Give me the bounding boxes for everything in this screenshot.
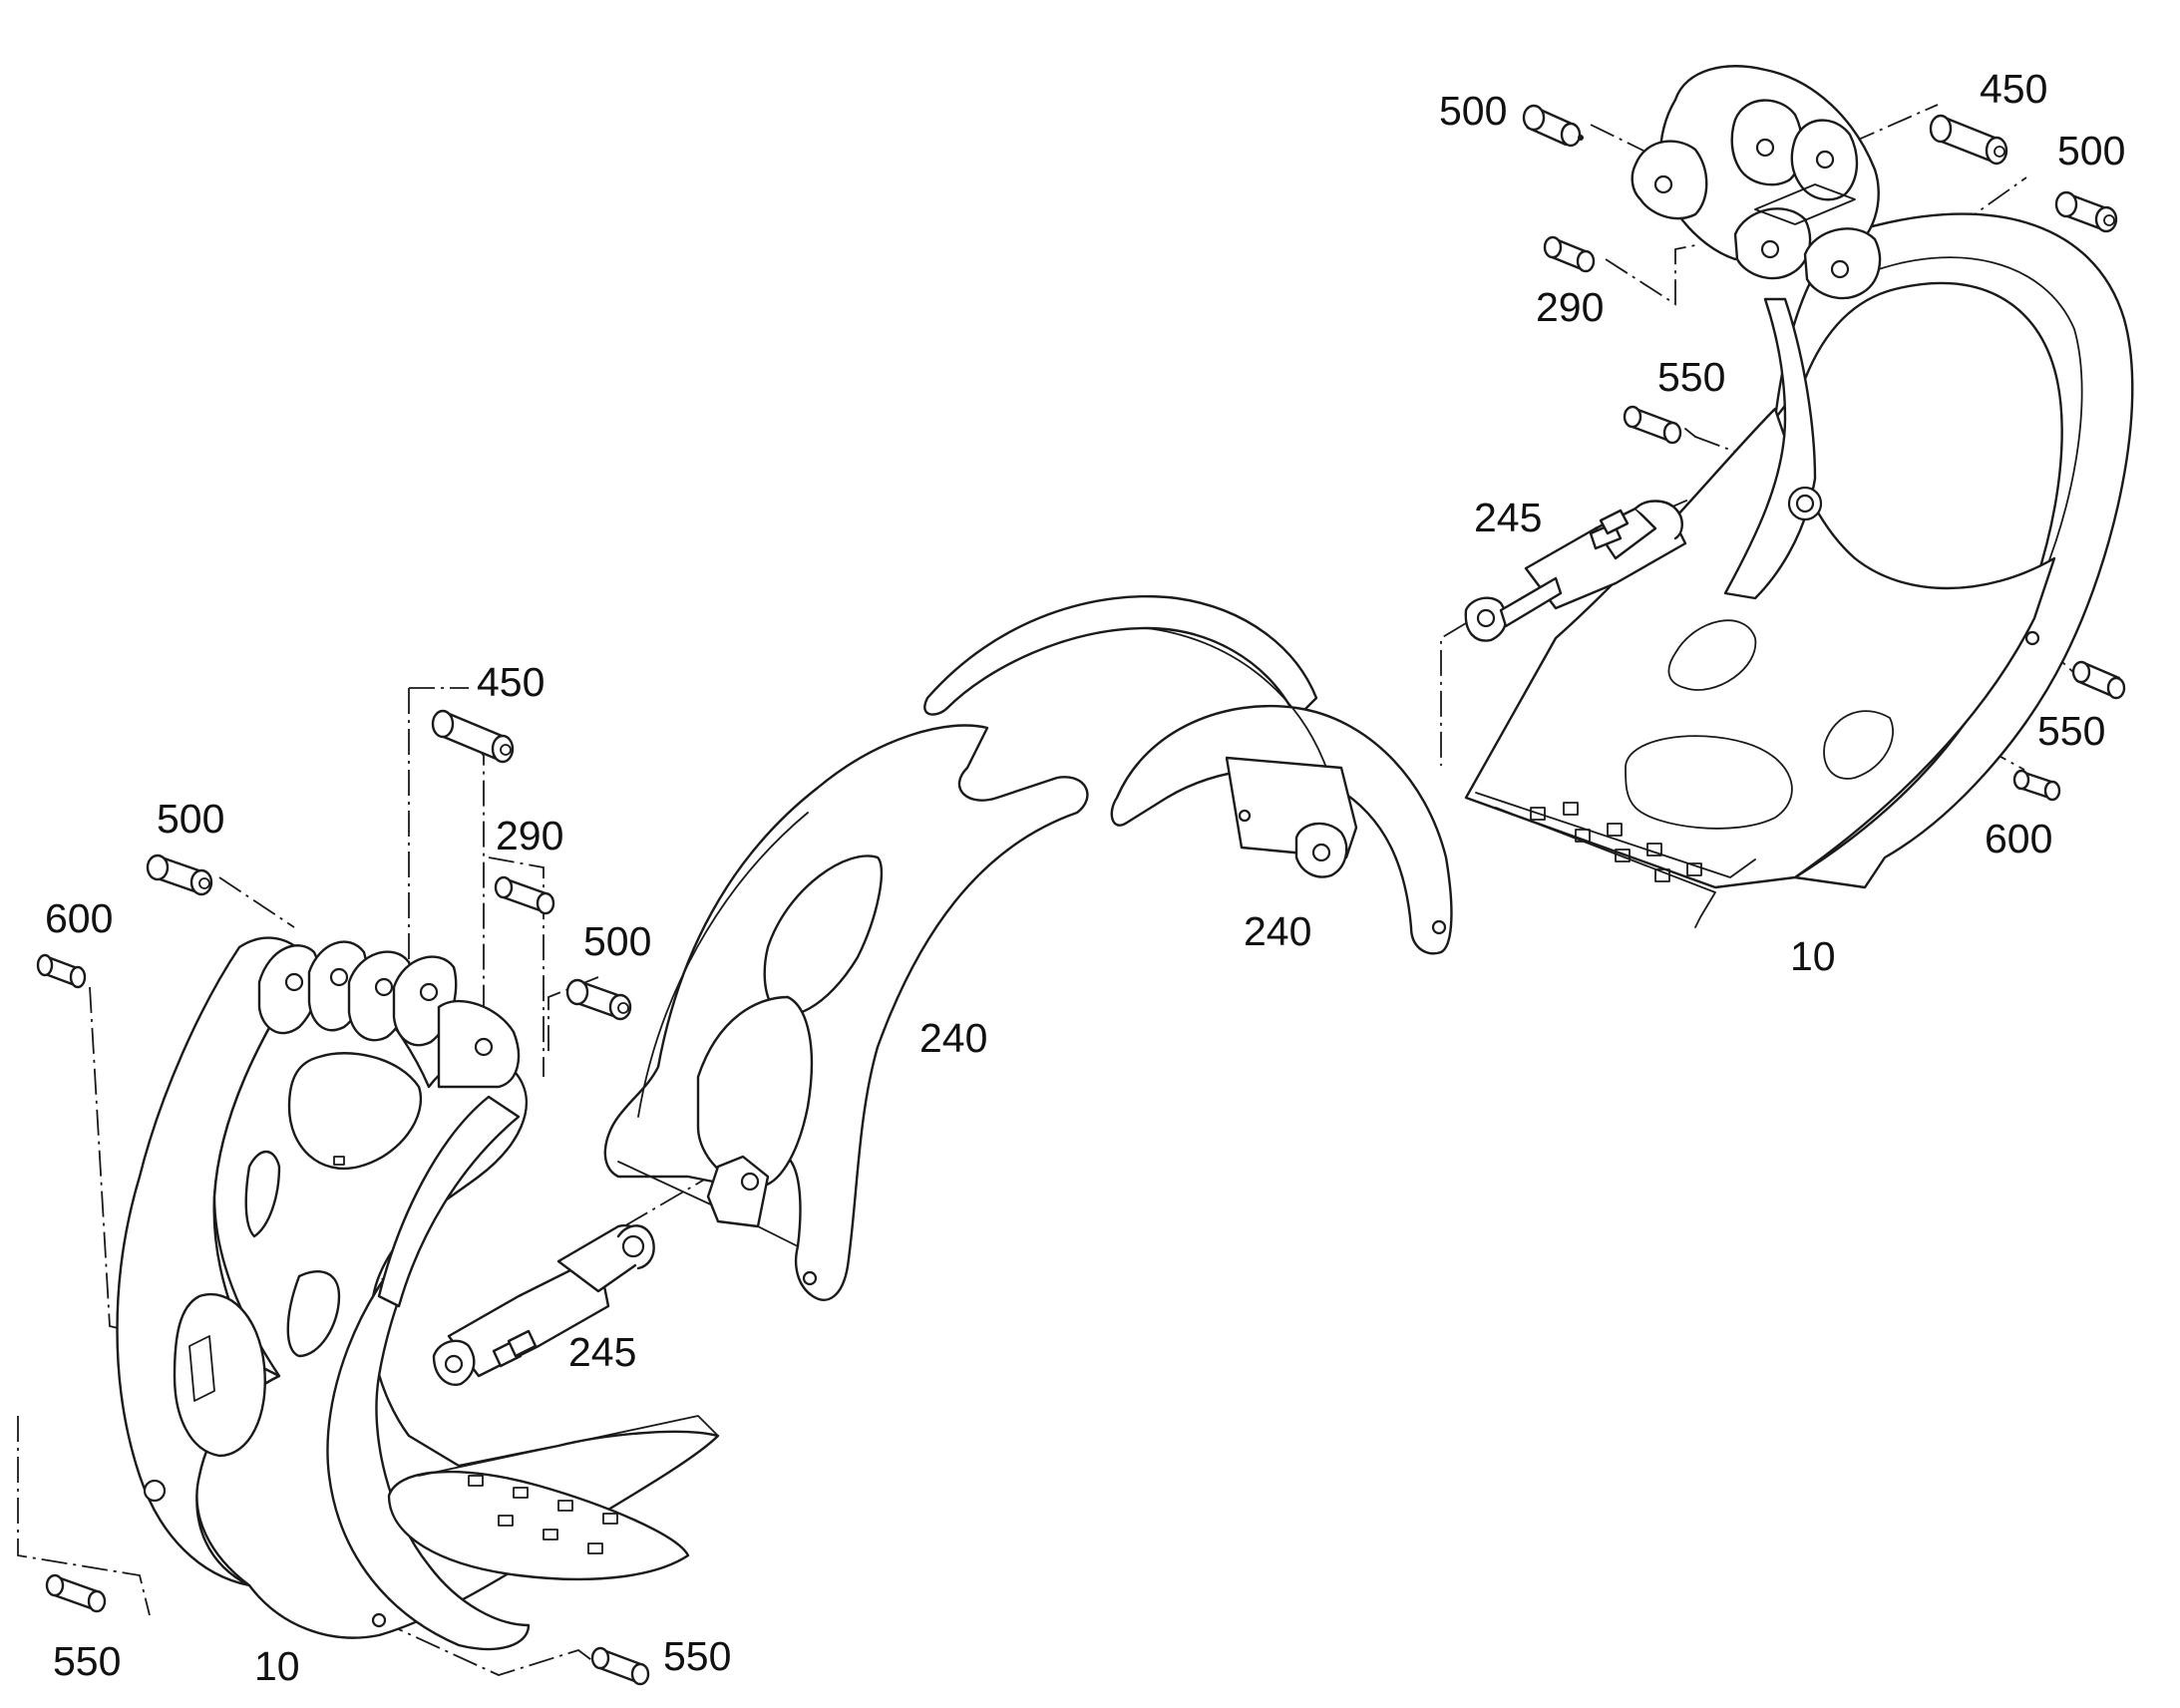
callout-550-side-right: 550 [2037,708,2105,754]
pin-550-bottom-right [590,1646,650,1686]
callout-500-left-a: 500 [157,796,224,842]
callout-550-bottom-right: 550 [663,1633,731,1679]
callout-10-left: 10 [254,1643,300,1689]
plate-slots-left [468,1475,618,1554]
pin-500-top-right [1522,104,1584,148]
pin-500-left-a [146,854,213,896]
callout-240-left: 240 [919,1015,987,1061]
pins [36,104,2126,1686]
plate-slots-right [1530,802,1702,882]
callout-550-upper-right: 550 [1657,354,1725,400]
callout-550-bottom-left: 550 [53,1638,121,1684]
callout-500-left-b: 500 [583,918,651,964]
callout-450-right: 450 [1980,66,2047,112]
link-arm-240-left [603,724,1089,1301]
grapple-jaw-right [1464,65,2134,928]
callout-10-right: 10 [1790,933,1836,979]
callout-600-left: 600 [45,895,113,941]
pin-600-left [36,953,87,989]
callout-290-left: 290 [496,813,563,858]
pin-550-side-right [2071,660,2126,700]
pin-550-bottom-left [45,1573,107,1613]
callout-240-right: 240 [1244,908,1311,954]
pin-500-left-b [565,978,632,1021]
callout-600-right: 600 [1985,816,2052,861]
grapple-jaw-left [116,936,720,1651]
pin-450-right [1929,114,2008,166]
hydraulic-cylinder-right [1464,500,1687,642]
callout-500-top-right: 500 [1439,88,1507,134]
callout-450-left: 450 [477,659,545,705]
pin-290-right [1543,235,1596,273]
callout-245-right: 245 [1474,495,1542,540]
callout-labels: 500 450 500 290 550 245 550 600 10 240 2… [45,66,2125,1689]
pin-290-left [494,875,555,915]
pin-500-right [2054,190,2118,233]
pin-450-left [431,709,515,764]
link-arm-240-right [923,594,1453,955]
hydraulic-cylinder-left [432,1223,655,1386]
pin-600-right [2012,769,2061,802]
callout-290-right: 290 [1536,284,1604,330]
callout-245-left: 245 [568,1329,636,1375]
pin-550-upper-right [1623,405,1696,445]
callout-500-right: 500 [2057,128,2125,173]
